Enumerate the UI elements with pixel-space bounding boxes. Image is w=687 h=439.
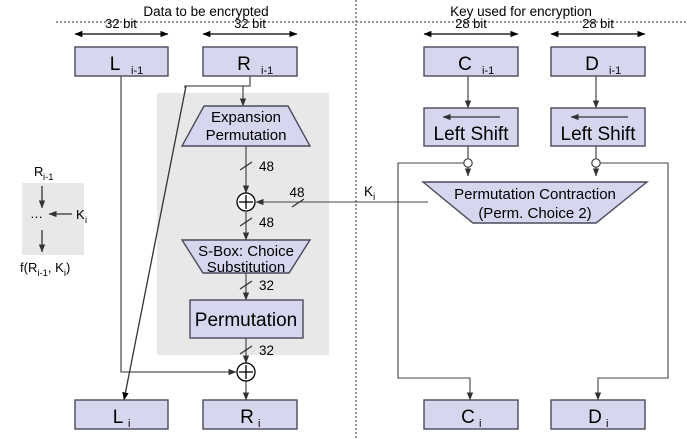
node-sbox-substitution: S-Box: Choice Substitution bbox=[180, 239, 312, 276]
bit-label-xor-out: 48 bbox=[259, 215, 274, 230]
box-r-prev: R i-1 bbox=[202, 46, 298, 77]
bit-width-ticks bbox=[239, 161, 305, 355]
box-l-prev: L i-1 bbox=[74, 46, 169, 77]
bit-label-sbox-out: 32 bbox=[259, 278, 274, 293]
dimension-label-l-prev: 32 bit bbox=[105, 16, 137, 31]
legend-function-end: ) bbox=[66, 260, 70, 275]
box-c-next-sub: i bbox=[479, 418, 481, 430]
key-ki-sub: i bbox=[373, 192, 375, 203]
xor-gate-upper bbox=[236, 192, 256, 212]
legend-function-sub1: i-1 bbox=[37, 268, 48, 279]
node-left-shift-d: Left Shift bbox=[550, 107, 646, 147]
key-ki-label: K i bbox=[364, 184, 375, 203]
header-data-left: Data to be encrypted bbox=[143, 4, 268, 19]
box-c-prev-sub: i-1 bbox=[482, 65, 494, 77]
box-d-next-sub: i bbox=[606, 418, 608, 430]
box-r-next-label: R bbox=[240, 407, 254, 428]
legend-input-sub: i-1 bbox=[43, 172, 54, 183]
legend-inset: R i-1 … K i f(Ri-1, Ki) bbox=[20, 164, 87, 279]
node-left-shift-c: Left Shift bbox=[423, 107, 519, 147]
box-d-next: D i bbox=[550, 399, 646, 430]
box-r-prev-sub: i-1 bbox=[261, 65, 273, 77]
contraction-label-line1: Permutation Contraction bbox=[454, 186, 616, 203]
box-r-prev-label: R bbox=[237, 54, 251, 75]
legend-input-label: R bbox=[34, 164, 43, 179]
box-l-next-sub: i bbox=[128, 418, 130, 430]
box-d-next-label: D bbox=[588, 407, 602, 428]
junction-dot-c bbox=[463, 158, 473, 168]
header-key-right: Key used for encryption bbox=[450, 4, 592, 19]
legend-key-sub: i bbox=[85, 215, 87, 226]
box-d-prev: D i-1 bbox=[550, 46, 646, 77]
legend-function-sub2: i bbox=[64, 268, 66, 279]
dimension-label-d-prev: 28 bit bbox=[582, 16, 614, 31]
bit-label-key-in: 48 bbox=[289, 185, 304, 200]
box-d-prev-sub: i-1 bbox=[609, 65, 621, 77]
box-l-prev-sub: i-1 bbox=[131, 65, 143, 77]
xor-gate-lower bbox=[236, 362, 256, 382]
data-path-wires bbox=[120, 76, 251, 401]
legend-function-label: f(Ri-1, Ki) bbox=[20, 260, 70, 279]
box-l-prev-label: L bbox=[110, 54, 121, 75]
sbox-label-line2: Substitution bbox=[207, 259, 285, 276]
box-c-prev-label: C bbox=[458, 54, 472, 75]
sbox-label-line1: S-Box: Choice bbox=[198, 243, 294, 260]
box-c-prev: C i-1 bbox=[423, 46, 519, 77]
box-d-prev-label: D bbox=[585, 54, 599, 75]
node-permutation: Permutation bbox=[189, 299, 304, 339]
left-shift-d-label: Left Shift bbox=[561, 124, 637, 145]
expansion-label-line1: Expansion bbox=[211, 109, 281, 126]
box-l-next-label: L bbox=[113, 407, 124, 428]
dimension-label-c-prev: 28 bit bbox=[455, 16, 487, 31]
node-expansion-permutation: Expansion Permutation bbox=[180, 105, 312, 147]
bit-label-perm-out: 32 bbox=[259, 343, 274, 358]
permutation-label: Permutation bbox=[195, 310, 297, 331]
box-r-next: R i bbox=[202, 399, 298, 430]
legend-gray-box bbox=[22, 183, 84, 255]
legend-key-label: K bbox=[76, 207, 85, 222]
legend-function-mid: , K bbox=[48, 260, 64, 275]
node-permutation-contraction: Permutation Contraction (Perm. Choice 2) bbox=[421, 181, 649, 224]
left-shift-c-label: Left Shift bbox=[434, 124, 510, 145]
expansion-label-line2: Permutation bbox=[206, 127, 287, 144]
box-c-next: C i bbox=[423, 399, 519, 430]
junction-dot-d bbox=[591, 158, 601, 168]
legend-ellipsis: … bbox=[30, 206, 43, 221]
box-l-next: L i bbox=[74, 399, 169, 430]
dimension-label-r-prev: 32 bit bbox=[234, 16, 266, 31]
legend-function-base: f(R bbox=[20, 260, 37, 275]
box-r-next-sub: i bbox=[258, 418, 260, 430]
contraction-label-line2: (Perm. Choice 2) bbox=[478, 205, 591, 222]
box-c-next-label: C bbox=[461, 407, 475, 428]
bit-label-expansion-out: 48 bbox=[259, 159, 274, 174]
key-ki-base: K bbox=[364, 184, 373, 199]
